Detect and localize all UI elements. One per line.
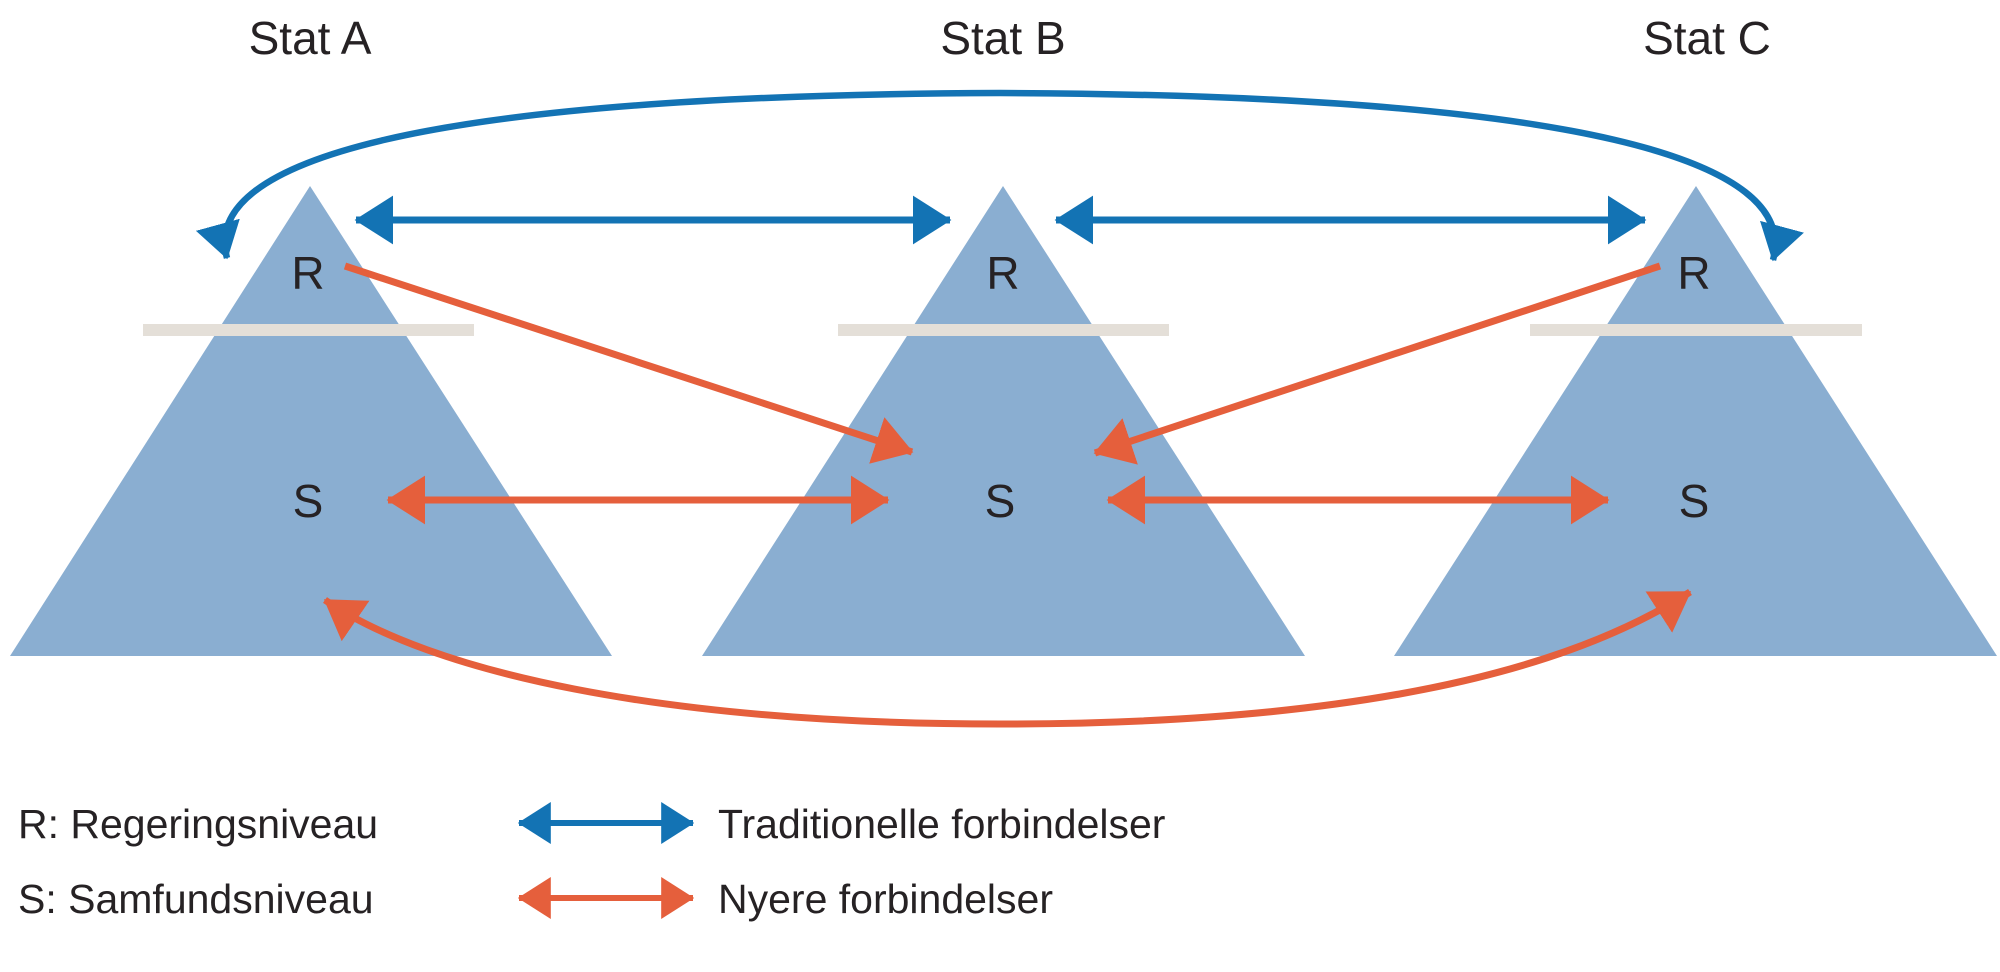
s-label-stat-c: S <box>1679 475 1710 527</box>
title-stat-c: Stat C <box>1643 12 1771 64</box>
legend-r-definition: R: Regeringsniveau <box>18 801 378 847</box>
divider-stat-b <box>838 324 1169 336</box>
title-stat-a: Stat A <box>249 12 372 64</box>
title-stat-b: Stat B <box>940 12 1065 64</box>
r-label-stat-c: R <box>1677 247 1710 299</box>
s-label-stat-b: S <box>985 475 1016 527</box>
legend-traditional-label: Traditionelle forbindelser <box>718 801 1165 847</box>
legend-s-definition: S: Samfundsniveau <box>18 876 374 922</box>
arrow-newer-rA-sB <box>343 262 914 464</box>
divider-stat-c <box>1530 324 1862 336</box>
level-dividers <box>143 324 1862 336</box>
arrow-traditional-rA-rC-arc <box>195 89 1804 262</box>
arrow-newer-sA-sC-arc <box>323 589 1692 728</box>
r-label-stat-b: R <box>986 247 1019 299</box>
r-label-stat-a: R <box>291 247 324 299</box>
legend-arrow-samples <box>517 802 695 919</box>
traditional-connections <box>195 89 1804 262</box>
legend-newer-label: Nyere forbindelser <box>718 876 1053 922</box>
triangle-stat-b <box>702 186 1305 656</box>
s-label-stat-a: S <box>293 475 324 527</box>
triangle-stat-a <box>10 186 612 656</box>
divider-stat-a <box>143 324 474 336</box>
diagram-labels: Stat A Stat B Stat C R R R S S S R: Rege… <box>18 12 1771 922</box>
newer-connections <box>323 262 1692 728</box>
triangle-stat-c <box>1394 186 1997 656</box>
arrow-newer-rC-sB <box>1093 262 1662 465</box>
state-triangles <box>10 186 1997 656</box>
